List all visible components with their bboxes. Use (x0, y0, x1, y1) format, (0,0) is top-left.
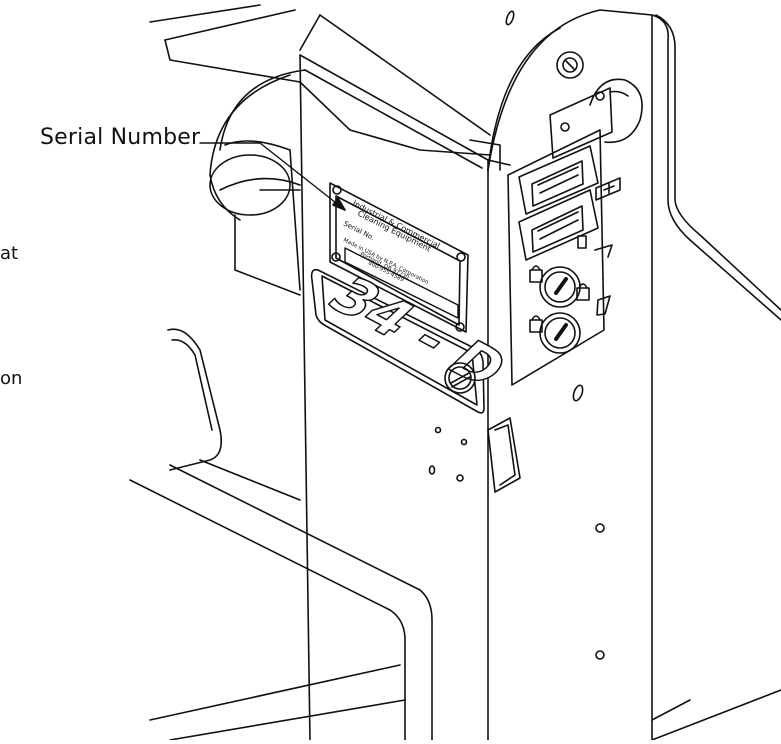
left-tank (129, 459, 433, 741)
right-frame-tube (651, 14, 781, 741)
side-bracket (487, 417, 521, 493)
connector-block (549, 78, 643, 159)
rocker-switch-upper (518, 145, 599, 215)
mounting-holes (428, 10, 605, 660)
knob-lower (539, 312, 581, 354)
switch-panel (487, 9, 653, 741)
knob-upper (539, 266, 581, 308)
lock-icons (529, 265, 611, 333)
top-frame (149, 4, 501, 171)
rocker-switch-lower (518, 189, 599, 261)
side-text-fragment-1: at (0, 243, 19, 264)
motor-assembly (209, 69, 306, 296)
front-panel (299, 54, 511, 741)
side-icons (577, 177, 621, 258)
serial-number-callout: Serial Number (40, 125, 201, 150)
side-text-fragment-2: on (0, 368, 23, 389)
left-handle (167, 328, 223, 471)
callout-leader-line (199, 142, 346, 211)
model-badge: 34 - D (310, 264, 517, 414)
